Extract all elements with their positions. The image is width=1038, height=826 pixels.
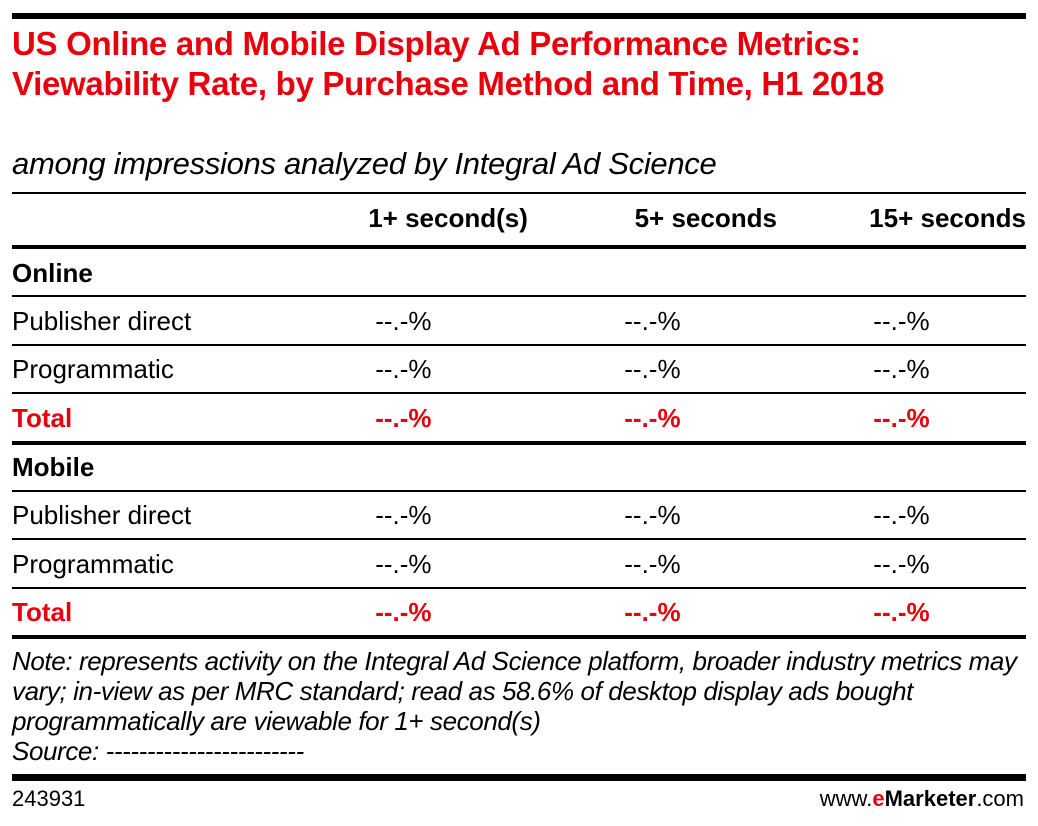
- cell-value: --.-%: [624, 402, 681, 433]
- row-label: Total: [12, 597, 73, 627]
- brand-logo: www.eMarketer.com: [820, 786, 1024, 812]
- cell-value: --.-%: [624, 500, 681, 530]
- table-row: Publisher direct --.-% --.-% --.-%: [12, 492, 1026, 540]
- cell-value: --.-%: [624, 354, 681, 384]
- divider: [12, 392, 1026, 394]
- cell-value: --.-%: [873, 354, 930, 384]
- cell-value: --.-%: [375, 354, 432, 384]
- brand-e: e: [872, 786, 885, 811]
- table-row: Programmatic --.-% --.-% --.-%: [12, 346, 1026, 394]
- divider: [12, 635, 1026, 639]
- cell-value: --.-%: [375, 305, 432, 336]
- cell-value: --.-%: [873, 500, 930, 530]
- cell-value: --.-%: [375, 500, 432, 530]
- divider: [12, 192, 1026, 194]
- table-row: Publisher direct --.-% --.-% --.-%: [12, 297, 1026, 345]
- header-row: 1+ second(s) 5+ seconds 15+ seconds: [12, 194, 1026, 242]
- cell-value: --.-%: [873, 597, 930, 627]
- divider: [12, 245, 1026, 249]
- cell-value: --.-%: [624, 548, 681, 579]
- divider: [12, 295, 1026, 297]
- chart-id: 243931: [12, 786, 86, 811]
- note-text: Note: represents activity on the Integra…: [12, 646, 1017, 736]
- brand-suffix: .com: [976, 786, 1024, 811]
- section-header: Mobile: [12, 444, 1026, 492]
- brand-prefix: www.: [819, 786, 873, 811]
- cell-value: --.-%: [873, 548, 930, 579]
- cell-value: --.-%: [873, 305, 930, 336]
- cell-value: --.-%: [624, 597, 681, 627]
- chart-subtitle: among impressions analyzed by Integral A…: [12, 146, 717, 181]
- column-header: 5+ seconds: [634, 202, 777, 233]
- bottom-rule: [12, 774, 1026, 781]
- row-label: Publisher direct: [12, 500, 192, 530]
- top-rule: [12, 13, 1026, 19]
- column-header: 15+ seconds: [869, 202, 1026, 233]
- divider: [12, 343, 1026, 346]
- column-header: 1+ second(s): [368, 202, 528, 233]
- section-label: Online: [12, 257, 93, 288]
- cell-value: --.-%: [375, 402, 432, 433]
- section-label: Mobile: [12, 452, 95, 482]
- section-header: Online: [12, 249, 1026, 297]
- cell-value: --.-%: [624, 305, 681, 336]
- cell-value: --.-%: [375, 548, 432, 579]
- divider: [12, 440, 1026, 445]
- table-row: Total --.-% --.-% --.-%: [12, 394, 1026, 442]
- chart-title: US Online and Mobile Display Ad Performa…: [12, 25, 885, 102]
- cell-value: --.-%: [375, 597, 432, 627]
- row-label: Programmatic: [12, 354, 174, 384]
- divider: [12, 538, 1026, 540]
- note: Note: represents activity on the Integra…: [12, 646, 1027, 766]
- source-text: Source: ------------------------: [12, 736, 304, 766]
- row-label: Programmatic: [12, 548, 174, 579]
- brand-name: Marketer: [884, 786, 977, 811]
- divider: [12, 586, 1026, 589]
- row-label: Publisher direct: [12, 305, 192, 336]
- table-row: Total --.-% --.-% --.-%: [12, 589, 1026, 637]
- row-label: Total: [12, 402, 73, 433]
- table-row: Programmatic --.-% --.-% --.-%: [12, 540, 1026, 588]
- cell-value: --.-%: [873, 402, 930, 433]
- divider: [12, 489, 1026, 492]
